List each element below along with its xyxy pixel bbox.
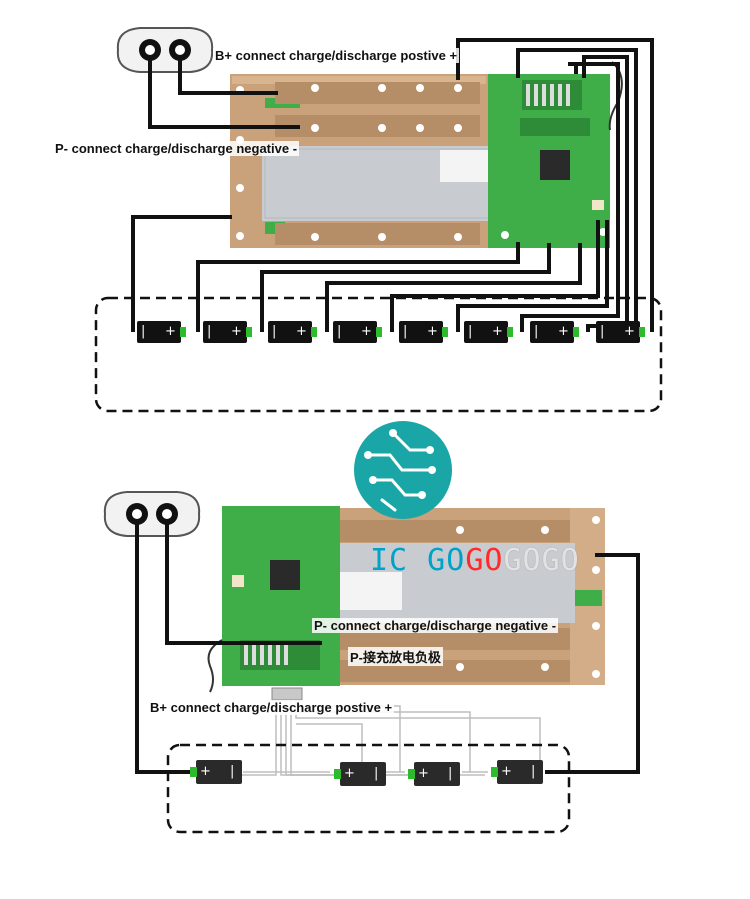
- top-battery-3: |+: [268, 321, 317, 343]
- top-bms-board: [230, 61, 623, 248]
- top-battery-6: |+: [464, 321, 513, 343]
- bottom-pminus-label: P- connect charge/discharge negative -: [312, 618, 559, 633]
- top-bplus-label: B+ connect charge/discharge postive +: [213, 48, 460, 63]
- circuit-logo: [354, 421, 452, 519]
- top-battery-8: |+: [596, 321, 645, 343]
- top-battery-7: |+: [530, 321, 579, 343]
- bottom-battery-1: +|: [190, 760, 242, 784]
- top-connector-plug: [116, 27, 214, 73]
- watermark-brand: IC GOGOGOGO: [370, 543, 580, 578]
- top-battery-1: |+: [137, 321, 186, 343]
- bottom-pminus-cn-label: P-接充放电负极: [348, 647, 444, 666]
- bottom-wires: [135, 519, 640, 774]
- top-battery-4: |+: [333, 321, 382, 343]
- bottom-connector-plug: [103, 491, 201, 537]
- bottom-battery-box: [166, 743, 571, 834]
- top-battery-box: [94, 296, 663, 413]
- bottom-battery-2: +|: [334, 762, 386, 786]
- bottom-bplus-label: B+ connect charge/discharge postive +: [148, 700, 395, 715]
- top-pminus-label: P- connect charge/discharge negative -: [53, 141, 300, 156]
- bottom-battery-3: +|: [408, 762, 460, 786]
- top-battery-2: |+: [203, 321, 252, 343]
- top-battery-5: |+: [399, 321, 448, 343]
- bottom-battery-4: +|: [491, 760, 543, 784]
